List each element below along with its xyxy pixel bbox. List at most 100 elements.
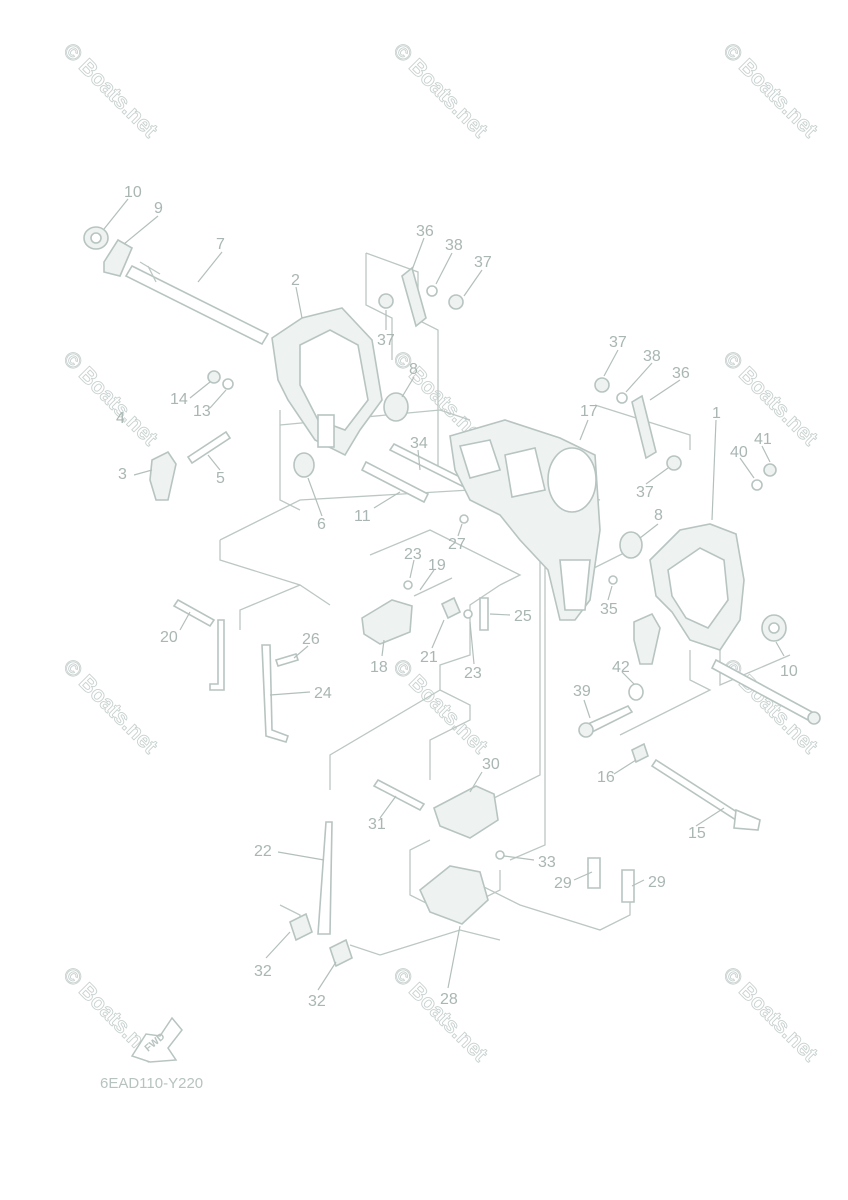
callout-label: 13: [193, 403, 211, 420]
collar-part: [383, 392, 409, 422]
watermark: © Boats.net: [718, 38, 823, 143]
bracket-part: [419, 865, 489, 925]
bushing-part: [289, 912, 313, 942]
parts: [83, 226, 821, 968]
watermark: © Boats.net: [58, 346, 163, 451]
nut-part: [763, 463, 777, 477]
callout-label: 27: [448, 536, 466, 553]
callout-label: 30: [482, 756, 500, 773]
callout-label: 42: [612, 659, 630, 676]
watermark: © Boats.net: [388, 962, 493, 1067]
clip-part: [459, 514, 469, 524]
clip-part: [495, 850, 505, 860]
lever-part: [633, 612, 661, 665]
callout-label: 35: [600, 601, 618, 618]
washer-part: [222, 378, 234, 390]
washer-part: [426, 285, 438, 297]
rod-part: [261, 644, 290, 743]
nut-hole: [90, 232, 102, 244]
bolt-part: [172, 598, 216, 628]
callout-label: 2: [291, 272, 300, 289]
nut-part: [207, 370, 221, 384]
callout-label: 9: [154, 200, 163, 217]
clip-part: [463, 609, 473, 619]
callout-label: 37: [636, 484, 654, 501]
link-plate-part: [401, 266, 427, 328]
callout-label: 25: [514, 608, 532, 625]
callout-label: 29: [648, 874, 666, 891]
spring-part: [186, 430, 232, 465]
callout-label: 37: [474, 254, 492, 271]
collar-part: [619, 531, 643, 559]
spring-part: [587, 857, 601, 889]
bushing-part: [293, 452, 315, 478]
bolt-part: [378, 293, 394, 309]
clip-part: [403, 580, 413, 590]
callout-label: 11: [354, 508, 371, 525]
plate-part: [440, 596, 462, 620]
callout-label: 29: [554, 875, 572, 892]
callout-label: 36: [672, 365, 690, 382]
callout-label: 8: [409, 361, 418, 378]
bolt-part: [666, 455, 682, 471]
watermark: © Boats.net: [718, 962, 823, 1067]
reference-code: 6EAD110-Y220: [100, 1075, 203, 1092]
fitting-part: [631, 742, 649, 764]
bolt-part: [448, 294, 464, 310]
leader-lines: [103, 198, 785, 991]
callout-label: 5: [216, 470, 225, 487]
callout-label: 17: [580, 403, 598, 420]
callout-label: 1: [712, 405, 721, 422]
plate-part: [103, 238, 134, 277]
callout-label: 38: [643, 348, 661, 365]
callout-label: 15: [688, 825, 706, 842]
callout-label: 16: [597, 769, 615, 786]
washer-part: [616, 392, 628, 404]
callout-label: 23: [404, 546, 422, 563]
clip-part: [608, 575, 618, 585]
callout-label: 22: [254, 843, 272, 860]
callout-label: 36: [416, 223, 434, 240]
callout-label: 34: [410, 435, 428, 452]
callout-label: 33: [538, 854, 556, 871]
callout-label: 18: [370, 659, 388, 676]
callout-label: 38: [445, 237, 463, 254]
callout-label: 6: [317, 516, 326, 533]
bolt-part: [274, 653, 300, 667]
callout-label: 14: [170, 391, 188, 408]
callout-label: 39: [573, 683, 591, 700]
callout-label: 32: [254, 963, 272, 980]
rod-part: [360, 460, 430, 504]
bushing-part: [329, 938, 353, 968]
callout-label: 31: [368, 816, 386, 833]
watermark: © Boats.net: [58, 654, 163, 759]
callout-label: 23: [464, 665, 482, 682]
callout-label: 21: [420, 649, 438, 666]
callout-label: 8: [654, 507, 663, 524]
spring-part: [621, 869, 635, 903]
callout-label: 40: [730, 444, 748, 461]
lever-part: [149, 450, 177, 501]
callout-label: 37: [377, 332, 395, 349]
callouts: 10 9 7 36 38 37 37 2 14 13 4 3 5 6 11 34…: [116, 184, 798, 1010]
bolt-part: [594, 377, 610, 393]
callout-label: 32: [308, 993, 326, 1010]
callout-label: 19: [428, 557, 446, 574]
watermark: © Boats.net: [388, 38, 493, 143]
fwd-arrow-icon: FWD: [130, 1016, 183, 1063]
callout-label: 3: [118, 466, 127, 483]
callout-label: 24: [314, 685, 332, 702]
bracket-part: [433, 785, 499, 839]
bolt-part: [372, 778, 426, 812]
callout-label: 10: [124, 184, 142, 201]
rod-part: [209, 619, 225, 691]
callout-label: 10: [780, 663, 798, 680]
link-plate-part: [631, 394, 657, 460]
bolt-part: [586, 704, 634, 734]
callout-label: 26: [302, 631, 320, 648]
rod-part: [650, 758, 742, 822]
callout-label: 4: [116, 410, 125, 427]
watermark: © Boats.net: [58, 38, 163, 143]
callout-label: 20: [160, 629, 178, 646]
